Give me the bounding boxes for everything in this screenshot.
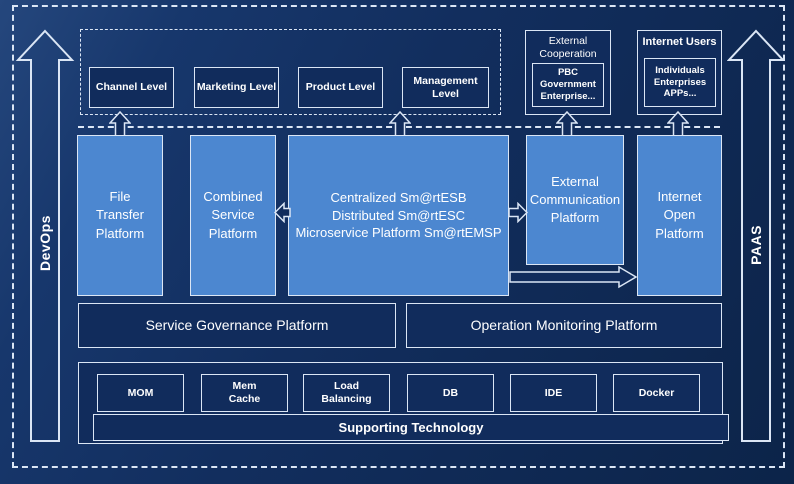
long-right-arrow-icon [509,265,638,289]
service-governance-label: Service Governance Platform [145,317,329,334]
level-label: Management Level [413,74,478,100]
paas-rail-label: PAAS [748,225,764,265]
platform-label: Centralized Sm@rtESB Distributed Sm@rtES… [295,190,502,241]
internet-users-group: Internet Users Individuals Enterprises A… [637,30,722,115]
tech-box-db: DB [407,374,494,412]
platform-label: External Communication Platform [529,173,621,226]
level-box-product: Product Level [298,67,383,108]
external-cooperation-group: External Cooperation PBC Government Ente… [525,30,611,115]
tech-label: Load Balancing [321,380,372,405]
tech-label: Mem Cache [228,380,261,405]
tech-label: Docker [638,386,675,399]
service-governance-platform-box: Service Governance Platform [78,303,396,348]
level-box-management: Management Level [402,67,489,108]
platform-esb-suite: Centralized Sm@rtESB Distributed Sm@rtES… [288,135,509,296]
platform-label: File Transfer Platform [95,189,145,241]
external-cooperation-members-box: PBC Government Enterprise... [532,63,604,107]
left-arrow-icon [274,202,291,223]
external-cooperation-title: External Cooperation [539,35,597,60]
level-box-channel: Channel Level [89,67,174,108]
operation-monitoring-platform-box: Operation Monitoring Platform [406,303,722,348]
tech-box-ide: IDE [510,374,597,412]
level-label: Product Level [305,81,376,94]
external-cooperation-members: PBC Government Enterprise... [540,67,596,102]
tech-label: DB [442,386,459,399]
tech-box-mem-cache: Mem Cache [201,374,288,412]
tech-box-docker: Docker [613,374,700,412]
level-label: Marketing Level [196,81,277,94]
devops-rail-label: DevOps [37,215,53,271]
internet-users-members: Individuals Enterprises APPs... [653,64,707,100]
platform-internet-open: Internet Open Platform [637,135,722,296]
internet-users-title: Internet Users [642,36,717,48]
supporting-technology-label: Supporting Technology [338,420,484,435]
tech-label: MOM [127,386,154,399]
internet-users-members-box: Individuals Enterprises APPs... [644,58,716,107]
platform-label: Combined Service Platform [203,189,263,241]
level-box-marketing: Marketing Level [194,67,279,108]
diagram-outer-border [12,5,785,468]
paas-up-arrow-icon [727,29,785,442]
tech-label: IDE [544,386,563,399]
platform-external-communication: External Communication Platform [526,135,624,265]
platform-combined-service: Combined Service Platform [190,135,276,296]
tech-box-mom: MOM [97,374,184,412]
tech-box-load-balancing: Load Balancing [303,374,390,412]
platform-label: Internet Open Platform [655,189,704,241]
right-arrow-icon [508,202,528,223]
supporting-technology-bar: Supporting Technology [93,414,729,441]
platform-file-transfer: File Transfer Platform [77,135,163,296]
levels-dashed-container [80,29,501,115]
level-label: Channel Level [95,81,168,94]
devops-up-arrow-icon [15,29,75,442]
operation-monitoring-label: Operation Monitoring Platform [470,317,658,334]
